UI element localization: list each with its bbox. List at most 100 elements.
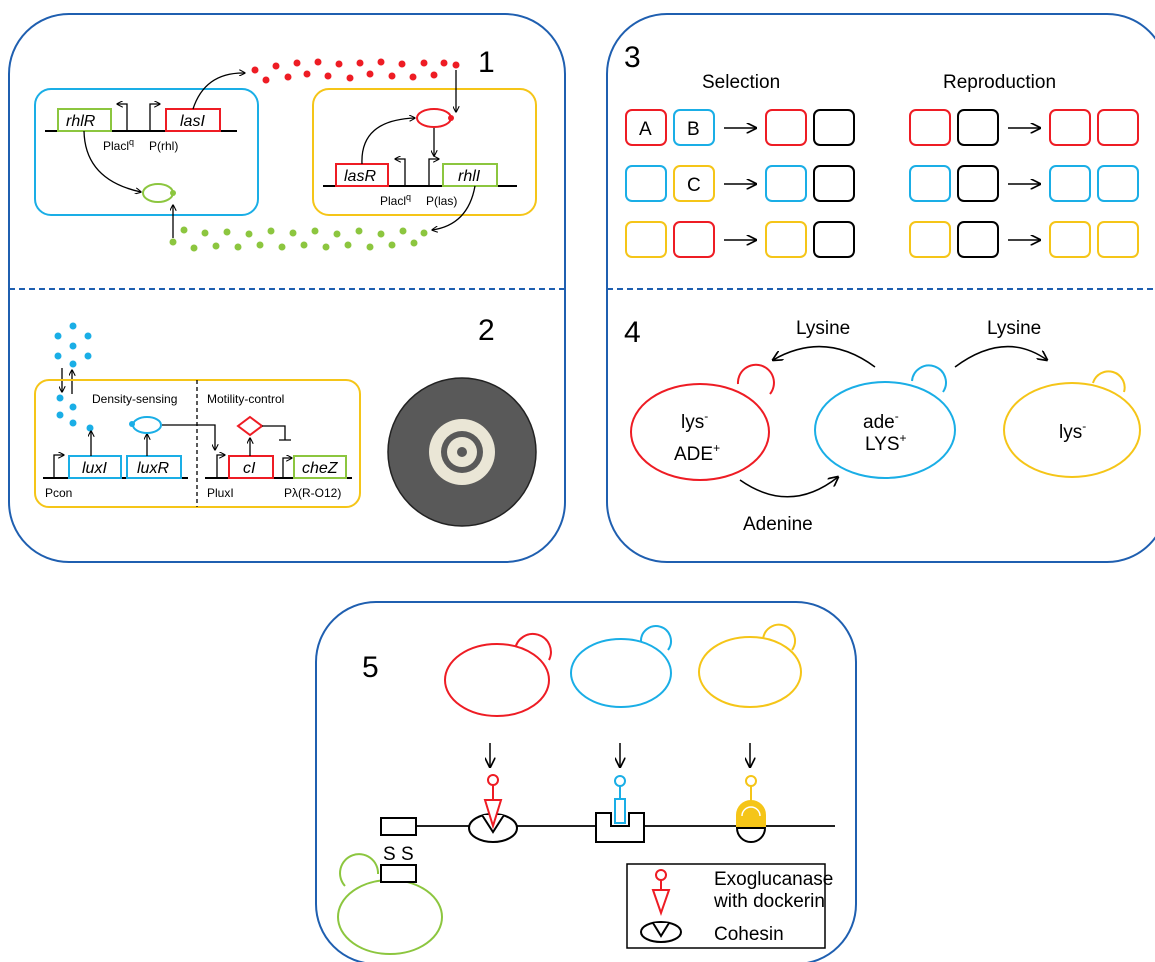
p2-motility-control-label: Motility-control <box>207 392 284 406</box>
p5-yellow-dockerin-outline <box>741 806 761 817</box>
p4-adenine-label: Adenine <box>743 514 813 535</box>
p3-rep-r1-b <box>957 109 999 146</box>
p5-red-cell <box>444 643 550 717</box>
p3-rep-r2-b <box>957 165 999 202</box>
p1-lasR-bound-signal <box>448 115 454 121</box>
p4-red-line2: ADE+ <box>674 441 720 465</box>
p3-sel-r1-out2 <box>813 109 855 146</box>
p4-yellow-cell <box>1003 382 1141 478</box>
p5-yellow-dockerin <box>736 800 766 827</box>
p4-blue-bud <box>911 364 947 393</box>
p2-promoter-pluxI <box>216 455 225 478</box>
p4-arrow-adenine-to-blue <box>739 477 838 498</box>
p3-sel-r3-a <box>625 221 667 258</box>
p2-promoter-plambda <box>282 458 292 478</box>
p3-sel-r2-a <box>625 165 667 202</box>
p3-rep-r3-out1 <box>1049 221 1091 258</box>
p1-green-signal-dots <box>169 226 428 252</box>
panel-4-number: 4 <box>624 316 641 349</box>
p3-label-A: A <box>639 119 652 140</box>
panel-5-number: 5 <box>362 651 379 684</box>
gene-lasR-label: lasR <box>344 168 376 185</box>
p3-rep-r2-out2 <box>1097 165 1139 202</box>
p5-red-bud <box>514 633 552 661</box>
p2-luxR-bound-signal <box>129 421 135 427</box>
p4-yellow-line1: lys- <box>1059 419 1086 443</box>
p1-rhlR-bound-signal <box>170 190 176 196</box>
panel-2-number: 2 <box>478 314 495 347</box>
p4-blue-cell <box>814 381 956 479</box>
p3-rep-r1-out2 <box>1097 109 1139 146</box>
panel-3-number: 3 <box>624 41 641 74</box>
p5-blue-head <box>614 775 626 787</box>
p5-anchor-top <box>380 817 417 836</box>
p3-label-C: C <box>687 175 701 196</box>
gene-luxI-label: luxI <box>82 460 107 477</box>
p5-legend-cohesin-notch <box>652 922 670 938</box>
p5-blue-cell <box>570 638 672 708</box>
p4-lysine-left-label: Lysine <box>796 318 850 339</box>
p5-yellow-bud <box>762 623 796 651</box>
p4-lysine-right-label: Lysine <box>987 318 1041 339</box>
panel-1-number: 1 <box>478 46 495 79</box>
p5-red-head <box>487 774 499 786</box>
p1-yellow-cell <box>312 88 537 216</box>
p1-placl-right-label: Placlq <box>380 192 411 208</box>
p1-plas-label: P(las) <box>426 194 457 208</box>
p3-reproduction-title: Reproduction <box>943 72 1056 93</box>
p1-arrow-lasR-to-protein <box>361 118 415 165</box>
p1-prhl-label: P(rhl) <box>149 139 178 153</box>
panel-5: 5 S S <box>337 623 835 955</box>
p2-pcon-label: Pcon <box>45 486 72 500</box>
p5-legend-exo-line1: Exoglucanase <box>714 869 833 890</box>
gene-cI-box <box>228 455 274 479</box>
p1-promoter-prhl <box>149 104 160 131</box>
gene-rhlI-label: rhlI <box>458 168 481 185</box>
p4-arrow-lysine-to-red <box>773 345 876 368</box>
p3-label-B: B <box>687 119 700 140</box>
p1-promoter-plas <box>428 159 439 186</box>
p3-sel-r3-out1 <box>765 221 807 258</box>
p3-sel-r2-out2 <box>813 165 855 202</box>
p4-red-line1: lys- <box>681 409 708 433</box>
p1-red-signal-dots <box>251 58 460 84</box>
panel-2: 2 Density-sensing Motility-control luxI … <box>34 314 537 527</box>
p1-arrow-lasI-to-signal <box>192 73 245 110</box>
p4-blue-line1: ade- <box>863 409 899 433</box>
panel-4: 4 Lysine Lysine Adenine lys- ADE+ ade- L… <box>624 316 1141 535</box>
p5-yellow-cell <box>698 636 802 708</box>
p5-green-bud <box>339 853 380 887</box>
gene-luxR-label: luxR <box>137 460 169 477</box>
gene-cheZ-label: cheZ <box>302 460 339 477</box>
gene-rhlI-box <box>442 163 498 187</box>
p3-sel-r1-a <box>625 109 667 146</box>
panel-3: 3 Selection Reproduction A B C <box>624 41 1139 258</box>
p4-yellow-bud <box>1092 370 1126 393</box>
p3-sel-r2-b <box>673 165 715 202</box>
gene-rhlR-label: rhlR <box>66 113 96 130</box>
p1-arrow-rhlR-to-protein <box>83 130 141 192</box>
p4-arrow-lysine-to-yellow <box>954 345 1047 368</box>
p3-sel-r1-out1 <box>765 109 807 146</box>
p3-sel-r3-b <box>673 221 715 258</box>
p2-cI-repressor <box>236 415 264 437</box>
p5-legend-exo-head <box>655 869 667 881</box>
p3-rep-r3-b <box>957 221 999 258</box>
p5-green-cell <box>337 879 443 955</box>
p1-placl-left-label: Placlq <box>103 137 134 153</box>
p5-disulfide-label: S S <box>383 844 414 865</box>
gene-cI-label: cI <box>243 460 256 477</box>
p5-blue-bud <box>639 625 672 651</box>
p4-blue-line2: LYS+ <box>865 431 907 455</box>
p1-rhlR-protein <box>142 183 174 203</box>
p2-plambda-label: Pλ(R-O12) <box>284 486 341 500</box>
p3-rep-r1-a <box>909 109 951 146</box>
p5-yellow-head <box>745 775 757 787</box>
panel-1: 1 rhlR lasI Placlq P(rhl) lasR rhlI Plac… <box>34 46 537 252</box>
p1-blue-cell <box>34 88 259 216</box>
p3-rep-r3-a <box>909 221 951 258</box>
p2-arrow-protein-to-pluxI <box>162 424 215 450</box>
frame-panel-5 <box>315 601 857 962</box>
p2-luxR-protein <box>132 416 162 434</box>
